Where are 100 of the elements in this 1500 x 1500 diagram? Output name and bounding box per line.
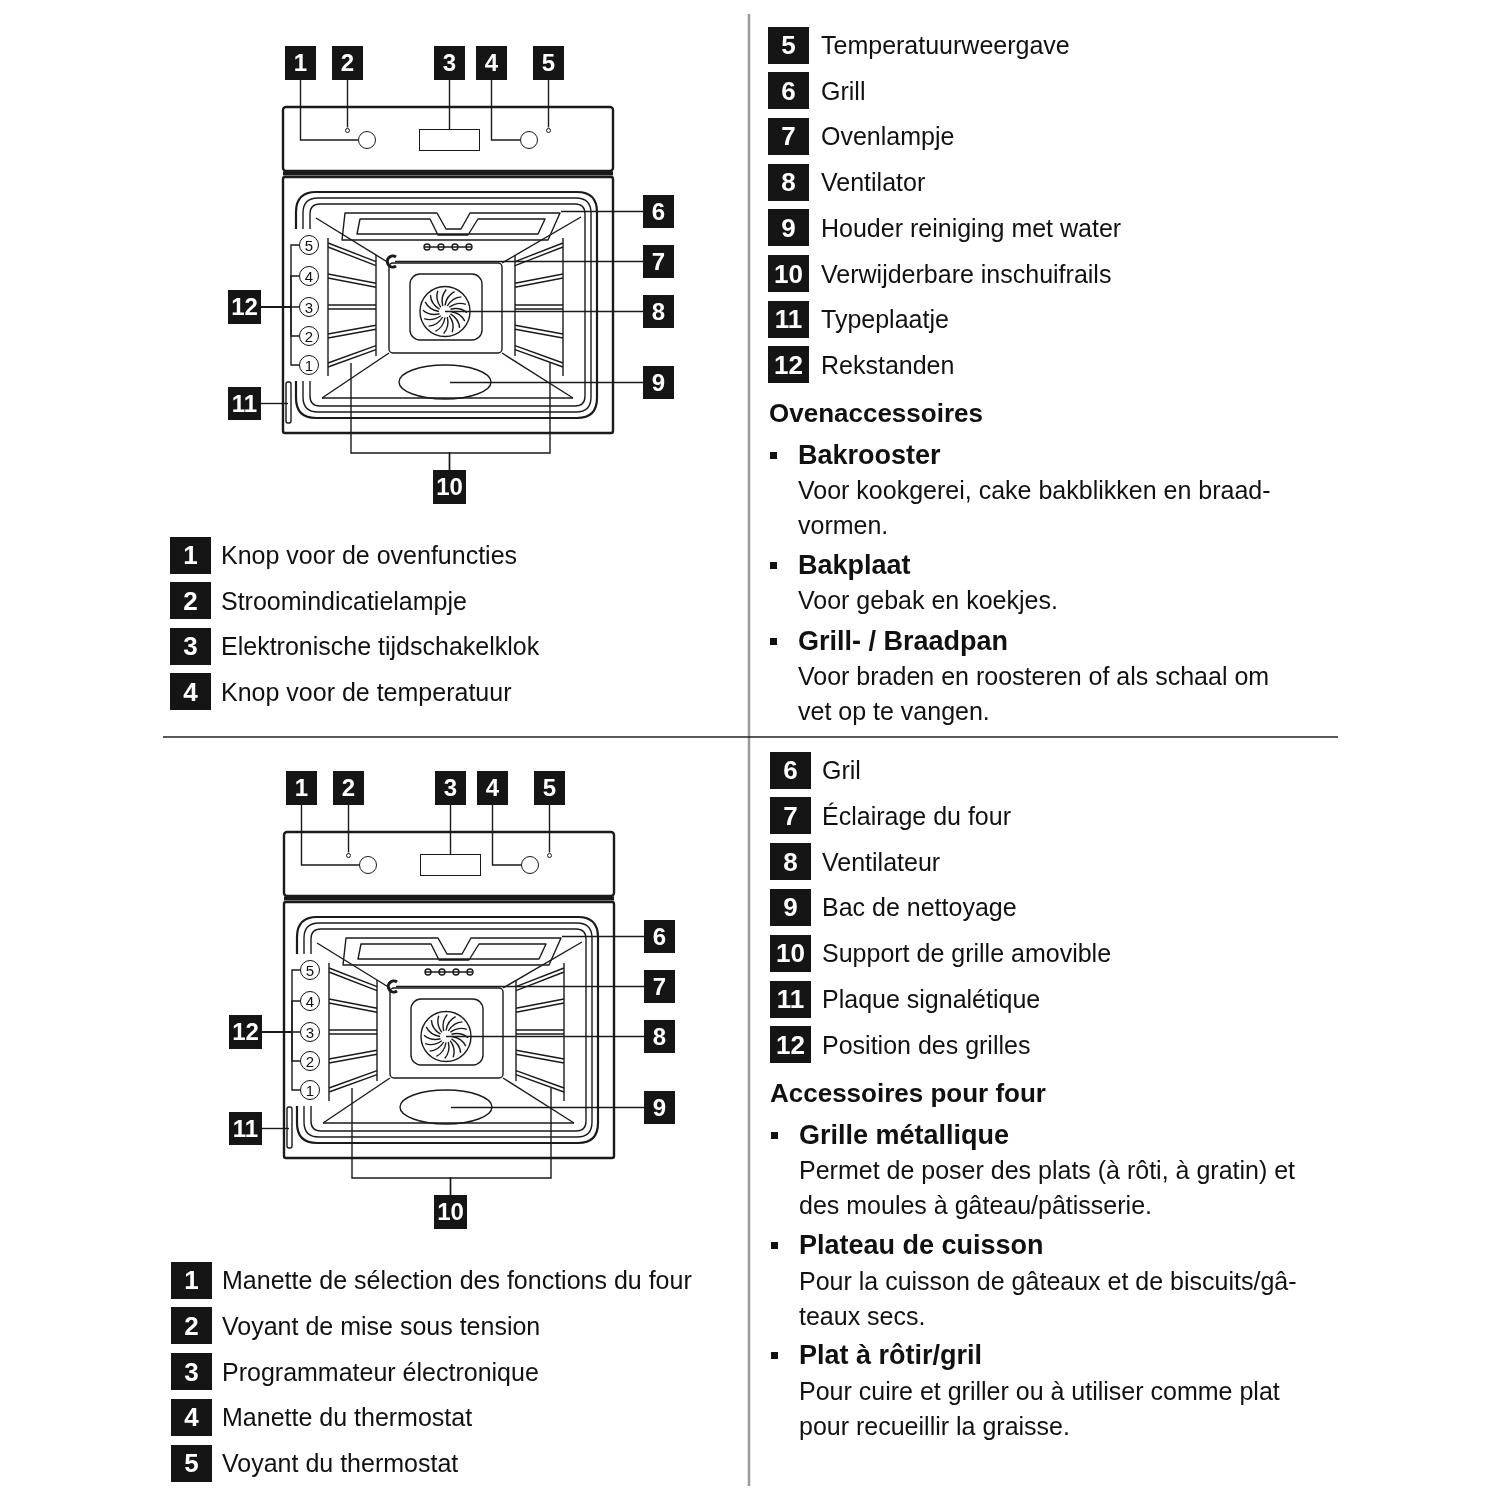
leader-line <box>261 1031 301 1091</box>
shelf-level-number: 2 <box>299 326 319 346</box>
leader-line <box>260 402 289 405</box>
part-name: Elektronische tijdschakelklok <box>221 631 540 661</box>
leader-line <box>490 79 521 141</box>
leader-line <box>260 306 300 366</box>
shelf-level-number: 1 <box>299 355 319 375</box>
part-name: Stroomindicatielampje <box>221 585 467 616</box>
callout-number: 3 <box>435 771 466 805</box>
part-name: Support de grille amovible <box>822 938 1112 969</box>
callout-number: 12 <box>228 290 261 324</box>
part-name: Position des grilles <box>822 1029 1031 1060</box>
callout-number: 10 <box>770 934 811 972</box>
part-name: Manette du thermostat <box>222 1402 473 1433</box>
callout-number: 12 <box>768 346 809 384</box>
callout-number: 2 <box>170 582 211 619</box>
callout-number: 10 <box>768 255 809 292</box>
callout-number: 3 <box>434 46 465 80</box>
callout-number: 12 <box>770 1026 811 1064</box>
accessory-description: Voor braden en roosteren of als schaal om vet op te vangen. <box>798 660 1271 727</box>
callout-number: 5 <box>768 26 809 64</box>
leader-line <box>547 79 550 129</box>
callout-number: 1 <box>171 1261 212 1299</box>
part-name: Éclairage du four <box>822 800 1011 831</box>
part-name: Programmateur électronique <box>222 1356 539 1387</box>
callout-number: 11 <box>229 1112 262 1145</box>
callout-number: 6 <box>768 72 809 110</box>
shelf-level-number: 4 <box>300 991 320 1011</box>
section-heading: Ovenaccessoires <box>769 396 983 430</box>
part-name: Knop voor de temperatuur <box>221 676 512 707</box>
callout-number: 6 <box>644 920 675 953</box>
shelf-level-number: 3 <box>300 1022 320 1042</box>
part-name: Bac de nettoyage <box>822 892 1017 923</box>
accessory-name: Plateau de cuisson <box>799 1228 1044 1262</box>
callout-number: 1 <box>285 46 316 80</box>
leader-line <box>299 79 359 141</box>
leader-line <box>445 1035 645 1038</box>
accessory-description: Pour la cuisson de gâteaux et de biscuits/gâ- teaux secs. <box>799 1265 1298 1332</box>
callout-number: 8 <box>643 295 674 328</box>
section-heading: Accessoires pour four <box>770 1076 1046 1110</box>
callout-number: 9 <box>644 1091 675 1124</box>
leader-line <box>346 79 349 129</box>
part-name: Gril <box>822 755 861 785</box>
callout-number: 6 <box>770 751 811 789</box>
callout-number: 12 <box>229 1015 262 1049</box>
callout-number: 11 <box>770 980 811 1018</box>
display-panel <box>419 129 480 151</box>
callout-number: 8 <box>768 163 809 201</box>
callout-number: 8 <box>644 1020 675 1053</box>
accessory-name: Bakrooster <box>798 438 941 472</box>
accessory-description: Permet de poser des plats (à rôti, à gratin) et des moules à gâteau/pâtisserie. <box>799 1154 1297 1221</box>
callout-number: 10 <box>434 1195 467 1229</box>
callout-number: 5 <box>533 46 564 80</box>
part-name: Manette de sélection des fonctions du four <box>222 1265 692 1295</box>
leader-line <box>347 804 350 854</box>
leader-line <box>448 79 451 130</box>
callout-number: 11 <box>228 387 261 420</box>
callout-number: 1 <box>170 536 211 574</box>
callout-number: 4 <box>476 46 507 80</box>
leader-line <box>261 1127 290 1130</box>
shelf-level-number: 5 <box>300 960 320 980</box>
part-name: Typeplaatje <box>821 304 949 335</box>
callout-number: 6 <box>643 195 674 228</box>
callout-number: 3 <box>171 1353 212 1390</box>
part-name: Voyant du thermostat <box>222 1448 459 1478</box>
accessory-name: Grille métallique <box>799 1118 1010 1152</box>
callout-number: 7 <box>643 245 674 278</box>
part-name: Ventilateur <box>822 846 941 877</box>
callout-number: 9 <box>770 888 811 926</box>
callout-number: 1 <box>286 771 317 805</box>
callout-number: 9 <box>768 209 809 247</box>
accessory-description: Voor gebak en koekjes. <box>798 584 1059 616</box>
callout-number: 7 <box>644 970 675 1003</box>
leader-line <box>394 260 644 263</box>
leader-line <box>395 985 645 988</box>
leader-line <box>560 210 644 213</box>
accessory-description: Pour cuire et griller ou à utiliser comme plat pour recueillir la graisse. <box>799 1375 1281 1442</box>
shelf-level-number: 2 <box>300 1051 320 1071</box>
part-name: Rekstanden <box>821 349 955 380</box>
display-panel <box>420 854 481 876</box>
part-name: Knop voor de ovenfuncties <box>221 540 518 570</box>
callout-number: 4 <box>477 771 508 805</box>
leader-line <box>561 935 645 938</box>
callout-number: 7 <box>770 797 811 835</box>
part-name: Temperatuurweergave <box>821 30 1070 60</box>
part-name: Ventilator <box>821 167 926 198</box>
leader-line <box>444 310 644 313</box>
leader-line <box>450 1106 645 1109</box>
callout-number: 7 <box>768 117 809 155</box>
callout-number: 2 <box>333 771 364 805</box>
leader-line <box>491 804 522 866</box>
part-name: Houder reiniging met water <box>821 212 1122 243</box>
part-name: Grill <box>821 75 866 106</box>
callout-number: 4 <box>171 1398 212 1436</box>
shelf-level-number: 4 <box>299 266 319 286</box>
leader-line <box>548 804 551 854</box>
leader-line <box>449 804 452 855</box>
part-name: Voyant de mise sous tension <box>222 1310 541 1341</box>
accessory-name: Plat à rôtir/gril <box>799 1338 983 1372</box>
callout-number: 3 <box>170 627 211 665</box>
